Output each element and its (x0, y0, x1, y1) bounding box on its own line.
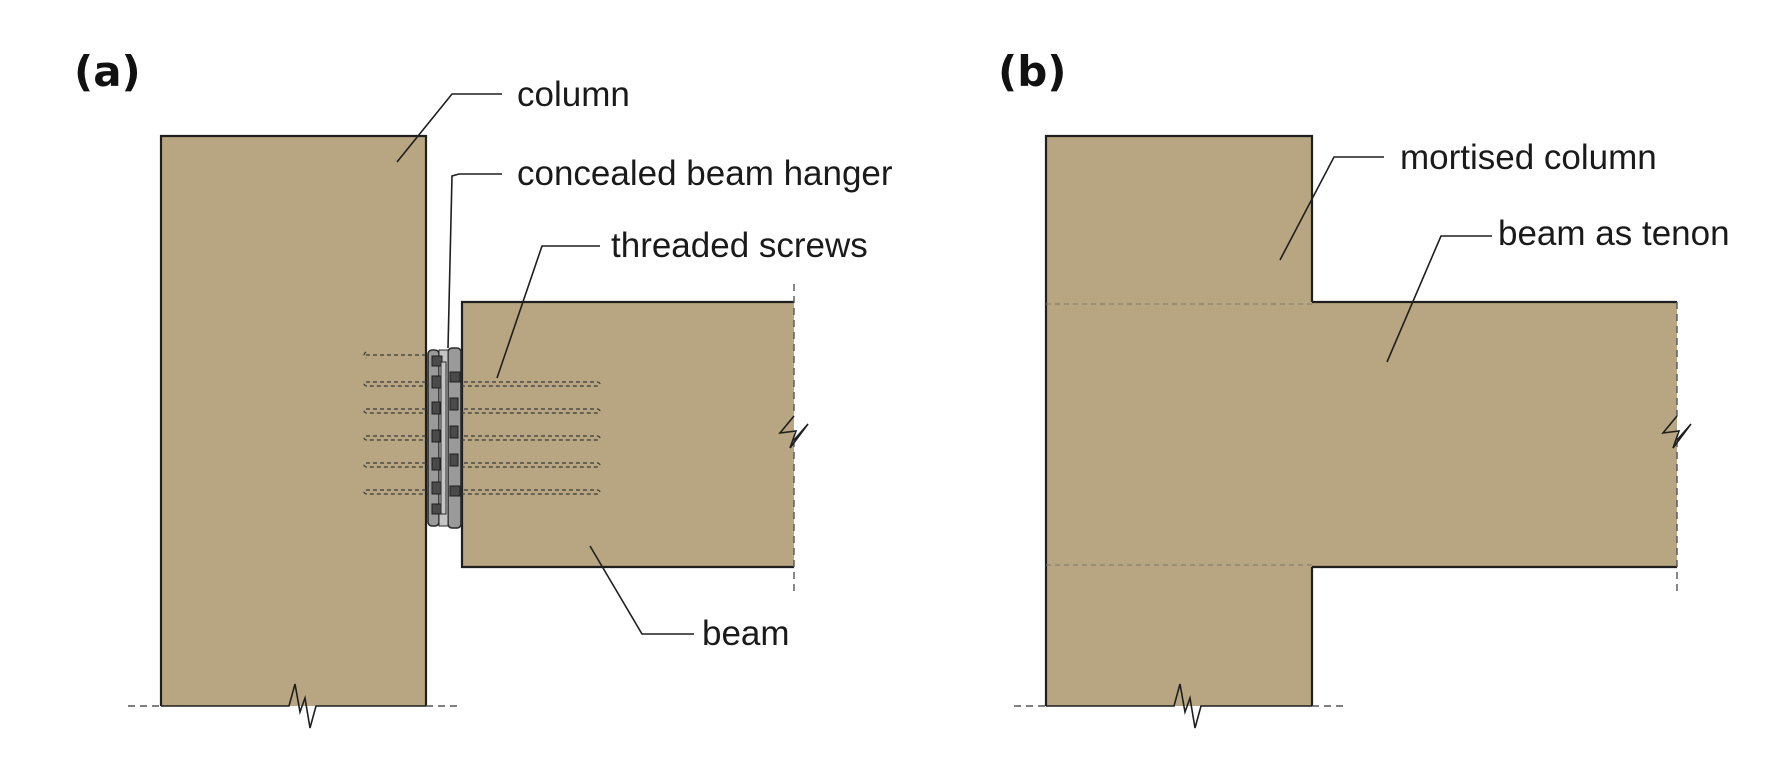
label-concealed-beam-hanger: concealed beam hanger (517, 154, 893, 193)
label-threaded-screws: threaded screws (611, 226, 868, 265)
concealed-beam-hanger (427, 347, 462, 529)
panel-a-tag: (a) (74, 47, 141, 96)
leader-column-a (396, 93, 502, 163)
threaded-screws (363, 351, 601, 495)
beam-tenon (1312, 300, 1692, 592)
panel-a: (a) (74, 47, 893, 729)
leader-beam-tenon (1386, 235, 1492, 363)
leader-mortised-column (1279, 156, 1384, 261)
label-beam: beam (702, 614, 790, 653)
label-column: column (517, 75, 630, 114)
leader-beam-a (589, 545, 694, 635)
mortised-column (1014, 134, 1348, 729)
panel-b: (b) mortised column beam as tenon (998, 47, 1730, 729)
beam-a (460, 284, 809, 592)
panel-b-tag: (b) (998, 47, 1066, 96)
label-beam-as-tenon: beam as tenon (1498, 214, 1730, 253)
leader-screws (496, 245, 600, 379)
leader-hanger (447, 173, 502, 349)
label-mortised-column: mortised column (1400, 138, 1657, 177)
column-a (128, 134, 462, 729)
